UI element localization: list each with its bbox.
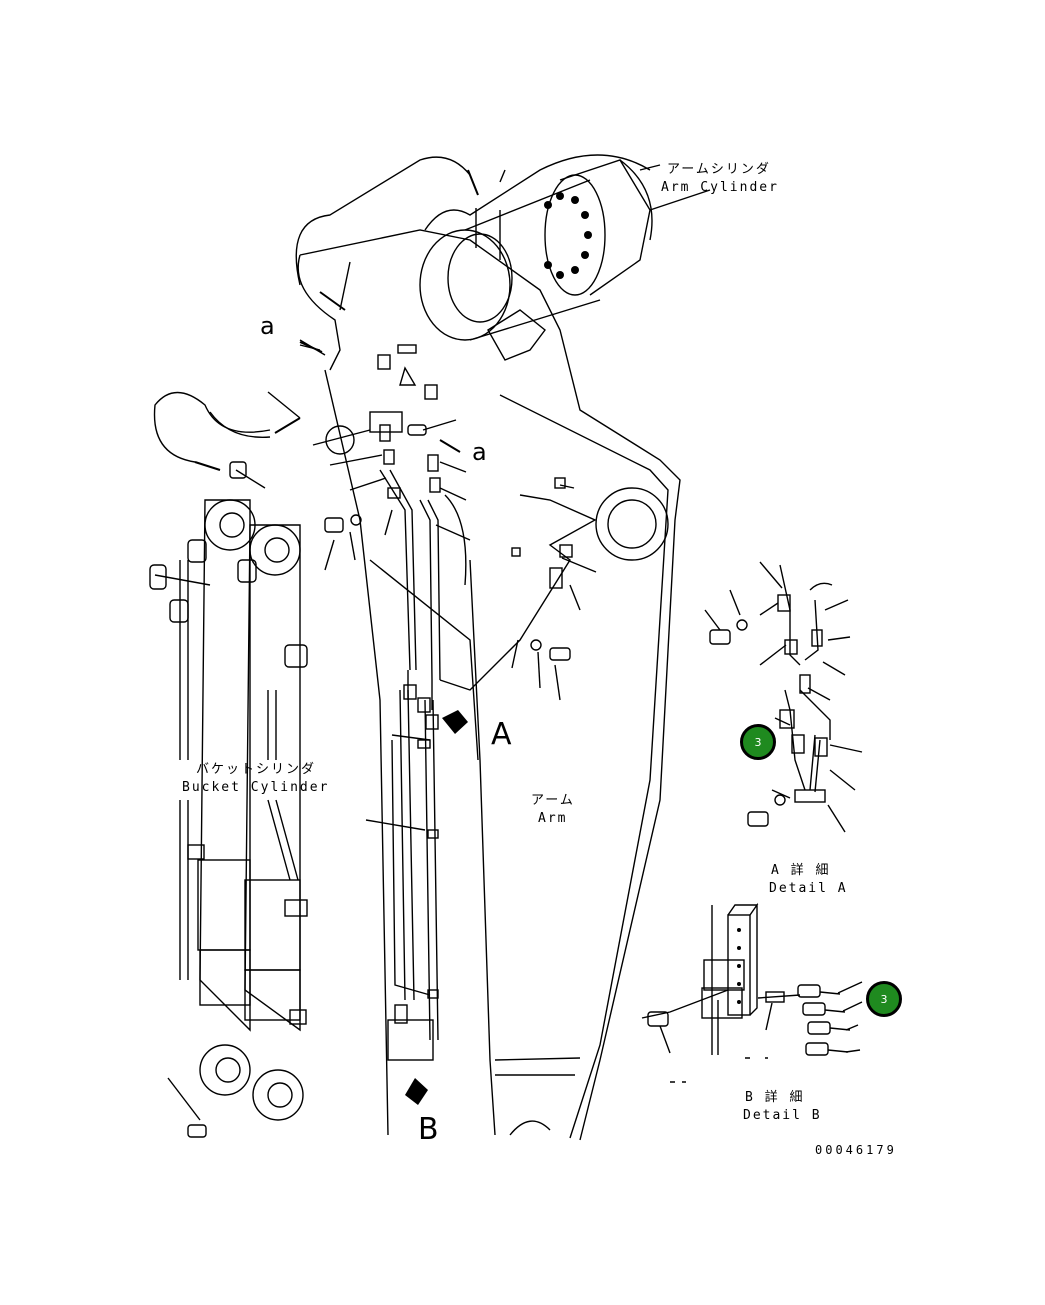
arm-cylinder bbox=[419, 159, 711, 341]
arm-body bbox=[297, 154, 681, 1141]
hoses bbox=[153, 156, 597, 1041]
detail-b-label-jp: B 詳 細 bbox=[745, 1090, 805, 1105]
view-label-b: B bbox=[418, 1112, 439, 1147]
leader-lines bbox=[167, 169, 597, 1121]
detail-a-label-jp: A 詳 細 bbox=[771, 863, 831, 878]
detail-b-drawing bbox=[641, 902, 863, 1083]
arm-cylinder-label-en: Arm Cylinder bbox=[661, 180, 779, 195]
detail-a-label-en: Detail A bbox=[769, 881, 848, 896]
ref-label-a-right: a bbox=[472, 438, 487, 466]
fittings bbox=[187, 309, 573, 1138]
bucket-cylinder-label-jp: バケットシリンダ bbox=[196, 762, 317, 777]
arm-label-jp: アーム bbox=[531, 793, 575, 808]
detail-b-label-en: Detail B bbox=[743, 1108, 822, 1123]
drawing-number: 00046179 bbox=[815, 1143, 897, 1157]
detail-a-drawing bbox=[704, 561, 863, 833]
ref-label-a-top: a bbox=[260, 312, 275, 340]
arm-cylinder-label-jp: アームシリンダ bbox=[667, 162, 771, 177]
callout-detail-b[interactable]: 3 bbox=[866, 981, 902, 1017]
bucket-cylinders bbox=[149, 499, 308, 1121]
callout-detail-a[interactable]: 3 bbox=[740, 724, 776, 760]
bucket-cylinder-label-en: Bucket Cylinder bbox=[182, 780, 330, 795]
view-label-a: A bbox=[491, 717, 512, 752]
arm-label-en: Arm bbox=[538, 811, 568, 826]
